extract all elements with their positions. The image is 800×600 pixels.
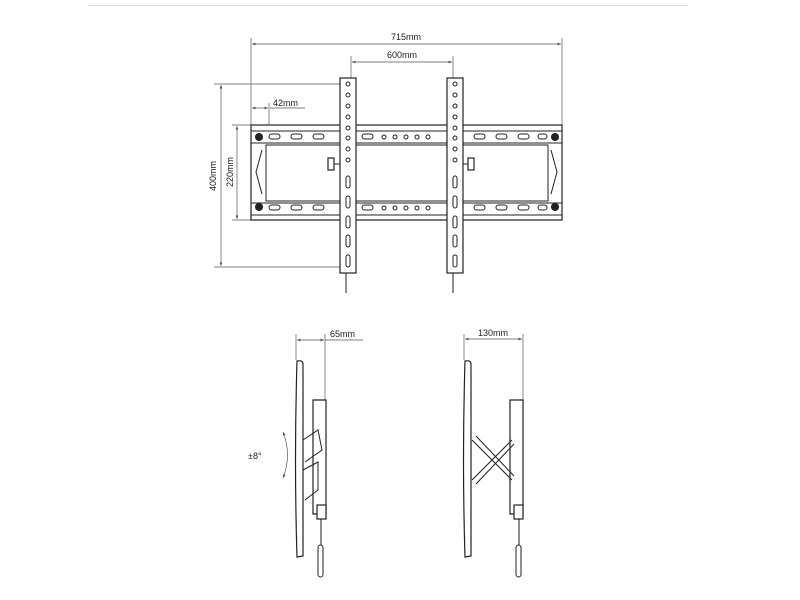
- offset-label: 42mm: [273, 98, 298, 108]
- tilt-label: ±8°: [248, 451, 262, 461]
- side-view-folded: 65mm ±8°: [248, 329, 363, 578]
- width-label: 715mm: [391, 32, 421, 42]
- spacing-label: 600mm: [387, 50, 417, 60]
- extended-depth-label: 130mm: [478, 328, 508, 338]
- right-vertical-bracket: [446, 77, 464, 293]
- front-view: 715mm 600mm 400mm 220mm 42mm: [208, 32, 563, 293]
- top-divider: [88, 5, 688, 6]
- height-label: 400mm: [208, 161, 218, 191]
- folded-depth-label: 65mm: [330, 329, 355, 339]
- left-vertical-bracket: [339, 77, 357, 293]
- side-view-extended: 130mm: [462, 328, 524, 578]
- wall-plate: [250, 124, 563, 221]
- frame-height-label: 220mm: [225, 157, 235, 187]
